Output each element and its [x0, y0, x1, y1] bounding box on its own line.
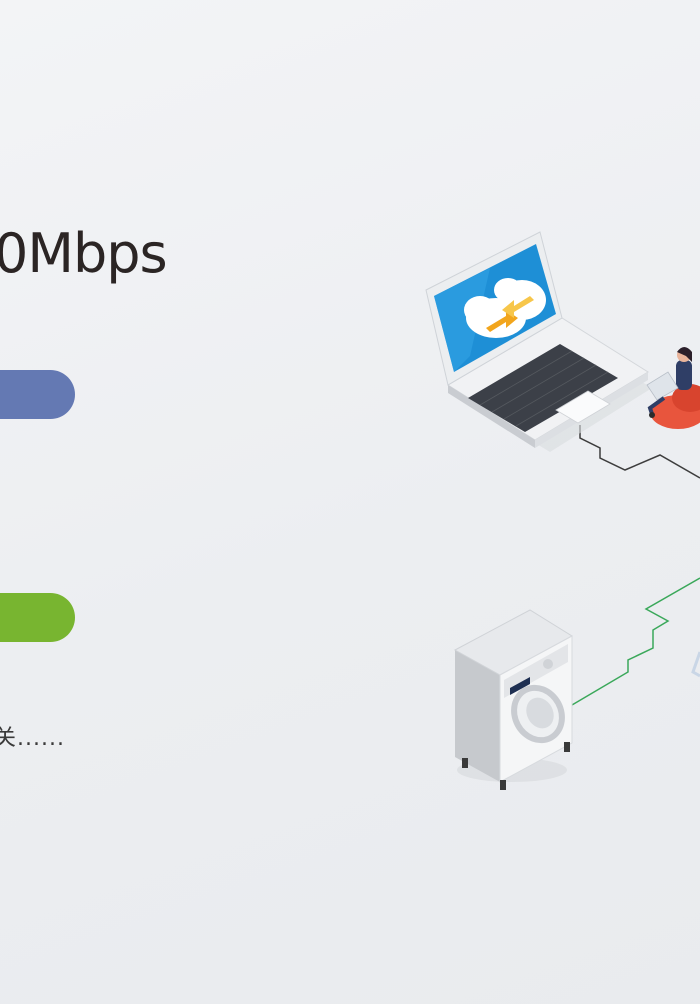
transfer-arrows-icon [486, 296, 534, 332]
green-wire [571, 577, 700, 706]
washing-machine-icon [453, 609, 573, 790]
speed-headline: 0Mbps [0, 222, 168, 285]
green-label-pill [0, 593, 75, 642]
text-fragment-1: ， [0, 452, 10, 484]
person-on-beanbag-icon [646, 347, 700, 429]
laptop-icon [425, 231, 652, 452]
ethernet-wire [579, 425, 700, 479]
blue-label-pill [0, 370, 75, 419]
device-edge [691, 651, 700, 678]
text-fragment-2: 关...... [0, 726, 65, 751]
